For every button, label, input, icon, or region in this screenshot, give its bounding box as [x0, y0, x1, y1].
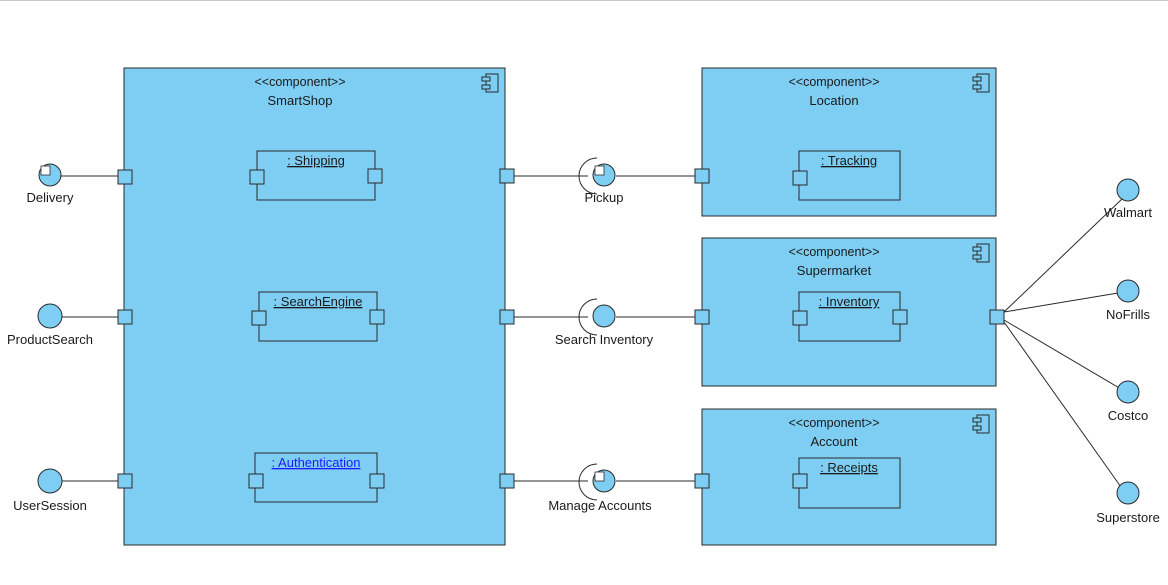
interface-superstore-label: Superstore [1096, 510, 1160, 525]
provided-interface-icon [37, 468, 63, 494]
part-searchengine-box [258, 291, 378, 342]
part-authentication-label[interactable]: : Authentication [272, 455, 361, 470]
account-name: Account [811, 434, 858, 449]
required-interface-icon [578, 298, 598, 336]
port-searchengine-left [251, 310, 267, 326]
interface-usersession-label: UserSession [13, 498, 87, 513]
interface-manage-accounts-label: Manage Accounts [548, 498, 652, 513]
port-authentication-right [369, 473, 385, 489]
interface-superstore[interactable]: Superstore [1096, 481, 1160, 525]
part-tracking-box [798, 150, 901, 201]
provided-interface-icon [1116, 380, 1140, 404]
smartshop-name: SmartShop [267, 93, 332, 108]
port-smartshop-pickup [499, 168, 515, 184]
interface-productsearch[interactable]: ProductSearch [7, 303, 93, 347]
interface-pickup-label: Pickup [584, 190, 623, 205]
interface-badge-icon [594, 471, 605, 482]
component-account[interactable]: <<component>> Account : Receipts [694, 408, 997, 546]
port-smartshop-usersession [117, 473, 133, 489]
part-receipts-box [798, 457, 901, 509]
interface-nofrills-label: NoFrills [1106, 307, 1151, 322]
interface-walmart-label: Walmart [1104, 205, 1152, 220]
provided-interface-icon [37, 303, 63, 329]
part-receipts[interactable]: : Receipts [792, 457, 901, 509]
port-inventory-left [792, 310, 808, 326]
part-inventory-label: : Inventory [819, 294, 880, 309]
port-smartshop-productsearch [117, 309, 133, 325]
provided-interface-icon [1116, 481, 1140, 505]
port-location-pickup [694, 168, 710, 184]
part-shipping-label: : Shipping [287, 153, 345, 168]
interface-search-inventory[interactable]: Search Inventory [555, 298, 654, 347]
location-name: Location [809, 93, 858, 108]
top-border [0, 0, 1168, 1]
port-searchengine-right [369, 309, 385, 325]
wire-costco [1003, 319, 1122, 390]
part-tracking[interactable]: : Tracking [792, 150, 901, 201]
interface-pickup[interactable]: Pickup [578, 157, 624, 205]
port-smartshop-manage-accounts [499, 473, 515, 489]
interface-badge-icon [40, 165, 51, 176]
wire-walmart [1003, 198, 1123, 313]
component-smartshop[interactable]: <<component>> SmartShop : Shipping : Sea… [117, 67, 515, 546]
interface-search-inventory-label: Search Inventory [555, 332, 654, 347]
interface-usersession[interactable]: UserSession [13, 468, 87, 513]
port-shipping-left [249, 169, 265, 185]
required-interface-icon [578, 157, 598, 195]
part-tracking-label: : Tracking [821, 153, 877, 168]
port-supermarket-stores [989, 309, 1005, 325]
interface-productsearch-label: ProductSearch [7, 332, 93, 347]
component-supermarket[interactable]: <<component>> Supermarket : Inventory [694, 237, 1005, 387]
port-inventory-right [892, 309, 908, 325]
provided-interface-icon [1116, 279, 1140, 303]
component-location[interactable]: <<component>> Location : Tracking [694, 67, 997, 217]
supermarket-stereotype: <<component>> [788, 245, 879, 259]
port-supermarket-search-inventory [694, 309, 710, 325]
port-shipping-right [367, 168, 383, 184]
wire-nofrills [1003, 292, 1119, 313]
part-inventory[interactable]: : Inventory [792, 291, 908, 342]
interface-costco[interactable]: Costco [1108, 380, 1148, 423]
wire-superstore [1003, 321, 1122, 488]
part-searchengine-label: : SearchEngine [274, 294, 363, 309]
port-receipts-left [792, 473, 808, 489]
location-stereotype: <<component>> [788, 75, 879, 89]
port-smartshop-search-inventory [499, 309, 515, 325]
interface-delivery-label: Delivery [27, 190, 74, 205]
port-smartshop-delivery [117, 169, 133, 185]
provided-interface-icon [1116, 178, 1140, 202]
interface-nofrills[interactable]: NoFrills [1106, 279, 1151, 322]
smartshop-stereotype: <<component>> [254, 75, 345, 89]
required-interface-icon [578, 463, 598, 501]
interface-delivery[interactable]: Delivery [27, 163, 74, 205]
port-tracking-left [792, 170, 808, 186]
port-authentication-left [248, 473, 264, 489]
interface-costco-label: Costco [1108, 408, 1148, 423]
part-receipts-label: : Receipts [820, 460, 878, 475]
part-shipping-box [256, 150, 376, 201]
supermarket-name: Supermarket [797, 263, 872, 278]
interface-badge-icon [594, 165, 605, 176]
part-shipping[interactable]: : Shipping [249, 150, 383, 201]
part-authentication[interactable]: : Authentication [248, 452, 385, 503]
interface-walmart[interactable]: Walmart [1104, 178, 1152, 220]
provided-interface-icon [592, 304, 616, 328]
interface-manage-accounts[interactable]: Manage Accounts [548, 463, 652, 513]
account-stereotype: <<component>> [788, 416, 879, 430]
port-account-manage-accounts [694, 473, 710, 489]
part-searchengine[interactable]: : SearchEngine [251, 291, 385, 342]
